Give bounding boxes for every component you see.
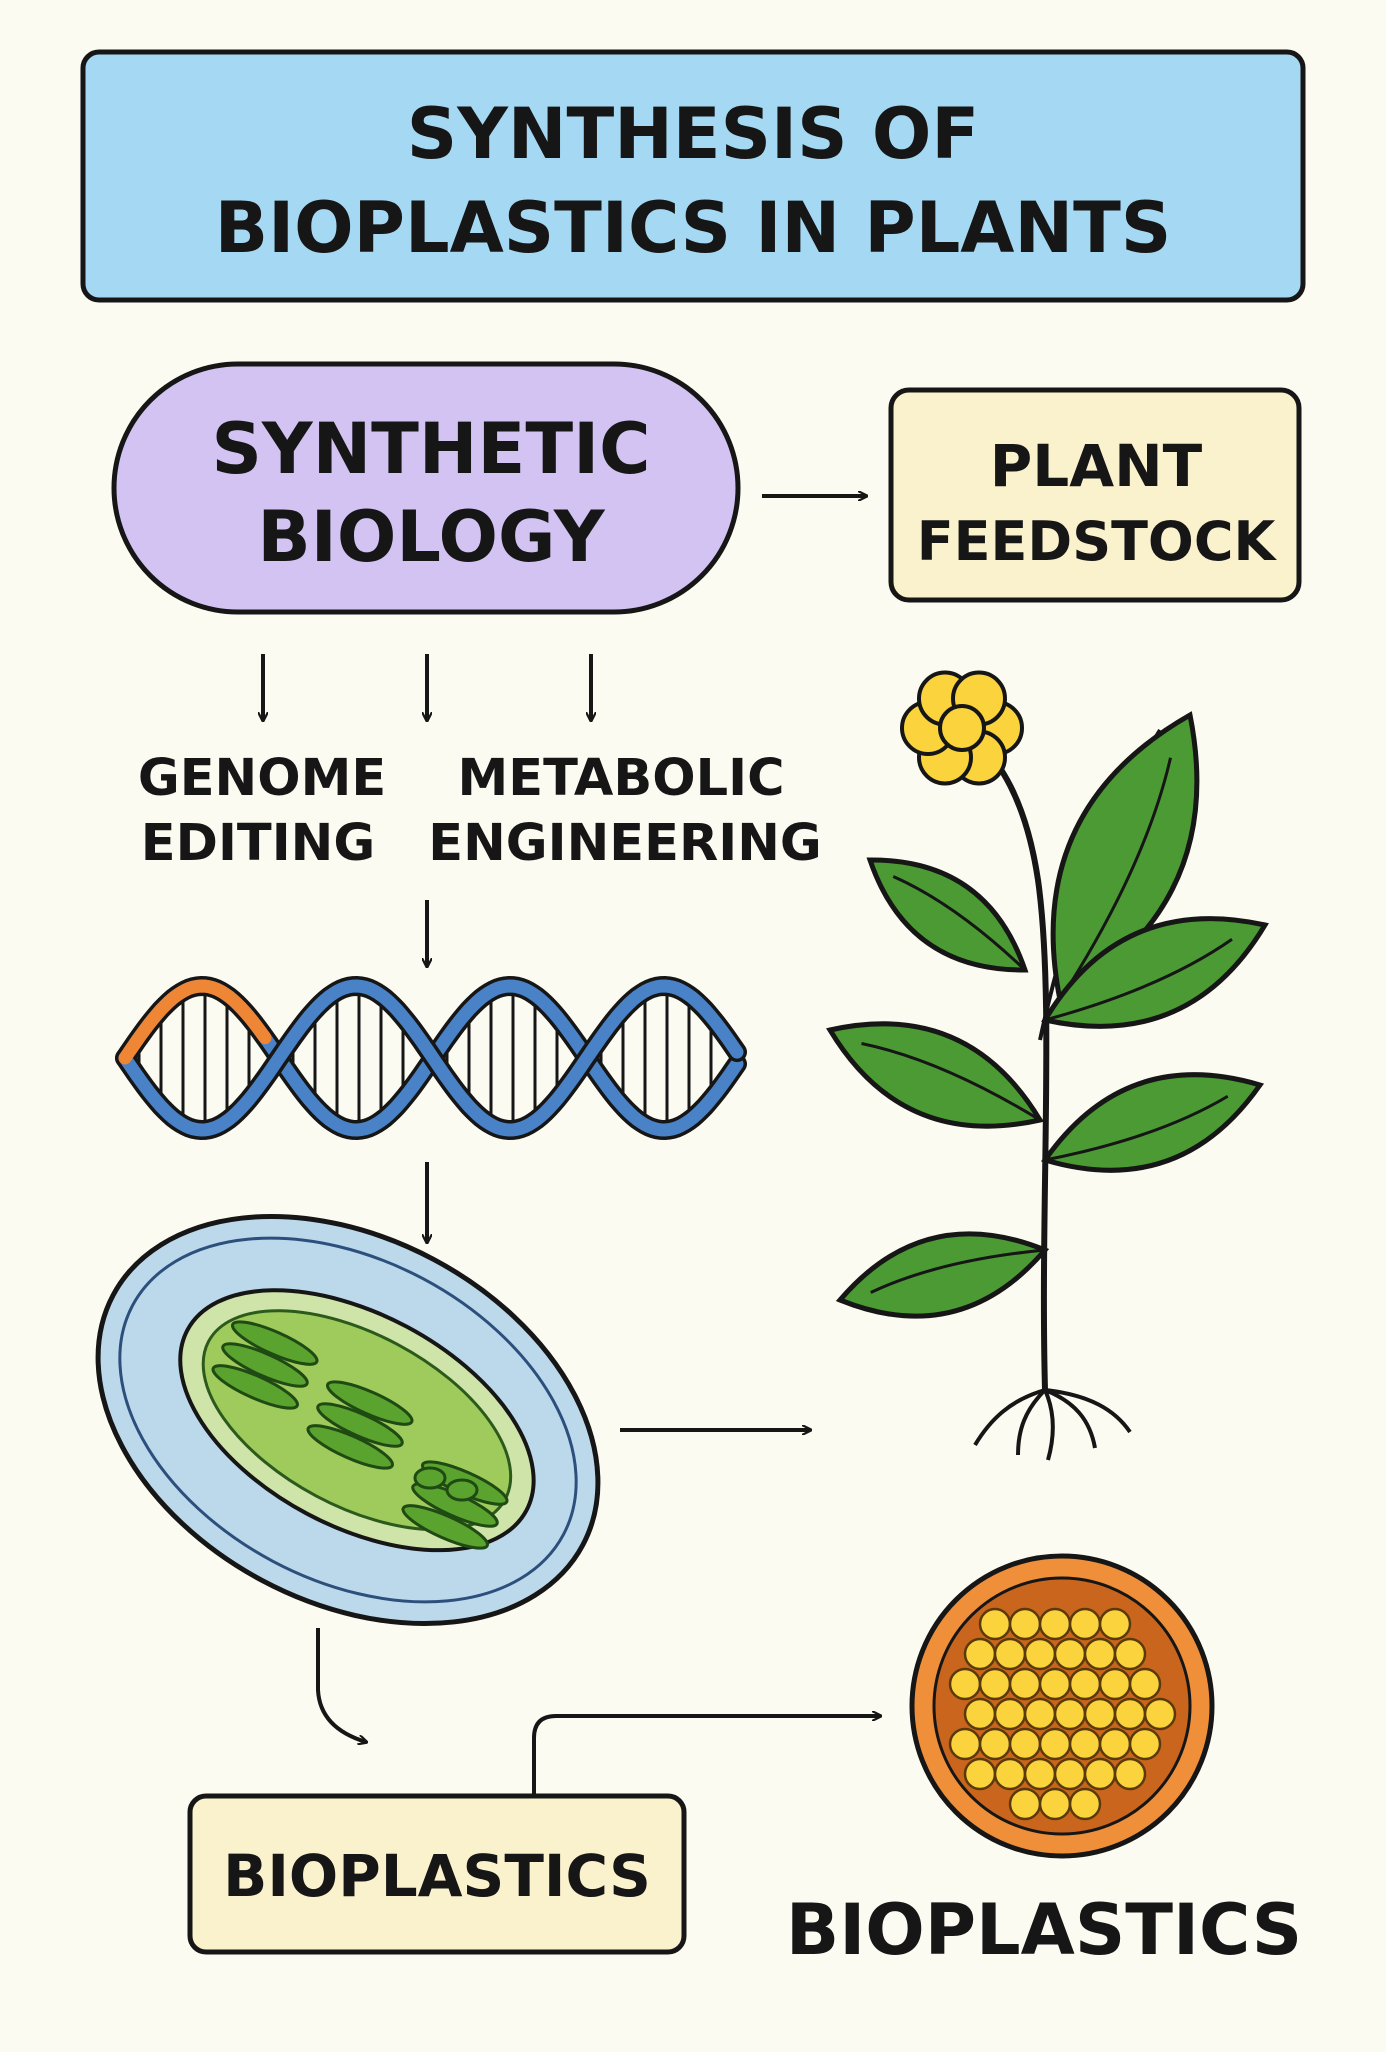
metabolic-engineering-line-1: METABOLIC <box>457 749 784 808</box>
granule <box>1128 1667 1162 1701</box>
title-line-1: SYNTHESIS OF <box>407 93 979 175</box>
granule <box>993 1637 1027 1671</box>
leaf <box>835 1231 1050 1319</box>
chloroplast-cell-icon <box>95 1213 601 1627</box>
plant-feedstock-node: PLANT FEEDSTOCK <box>888 387 1302 603</box>
leaf <box>866 857 1029 973</box>
flower <box>900 670 1024 786</box>
granule <box>1143 1697 1177 1731</box>
granule <box>1113 1637 1147 1671</box>
leaf <box>1040 1072 1265 1173</box>
granule <box>978 1727 1012 1761</box>
granule <box>1128 1727 1162 1761</box>
granule <box>1008 1607 1042 1641</box>
granule <box>948 1667 982 1701</box>
dna-helix-icon <box>115 975 747 1141</box>
plant-feedstock-line-1: PLANT <box>990 432 1203 500</box>
granule <box>1068 1667 1102 1701</box>
granule <box>993 1697 1027 1731</box>
synthetic-biology-line-2: BIOLOGY <box>257 496 605 578</box>
flower-center <box>938 704 986 752</box>
leaf <box>1041 916 1269 1029</box>
thylakoid-stacks <box>211 1320 509 1550</box>
title-banner: SYNTHESIS OF BIOPLASTICS IN PLANTS <box>80 49 1306 303</box>
granule <box>1038 1667 1072 1701</box>
synthetic-biology-node: SYNTHETIC BIOLOGY <box>111 361 741 615</box>
granule <box>1068 1787 1102 1821</box>
granule <box>948 1727 982 1761</box>
genome-editing-line-1: GENOME <box>138 749 386 808</box>
granule <box>1008 1667 1042 1701</box>
metabolic-engineering-line-2: ENGINEERING <box>428 814 822 873</box>
plant-feedstock-line-2: FEEDSTOCK <box>917 510 1278 573</box>
granule <box>1068 1727 1102 1761</box>
bioplastics-box-label: BIOPLASTICS <box>223 1842 651 1910</box>
granule <box>1053 1757 1087 1791</box>
granule <box>1098 1727 1132 1761</box>
granule <box>978 1667 1012 1701</box>
granule <box>963 1637 997 1671</box>
flowering-plant-icon <box>826 670 1269 1461</box>
granule <box>1038 1727 1072 1761</box>
plant-roots <box>973 1388 1132 1461</box>
granule <box>963 1757 997 1791</box>
genome-editing-line-2: EDITING <box>141 814 375 873</box>
title-line-2: BIOPLASTICS IN PLANTS <box>215 187 1171 269</box>
granule <box>1083 1757 1117 1791</box>
granule <box>993 1757 1027 1791</box>
synthetic-biology-line-1: SYNTHETIC <box>211 408 650 490</box>
granule <box>1038 1787 1072 1821</box>
granule <box>1113 1697 1147 1731</box>
granule <box>1113 1757 1147 1791</box>
granule <box>1008 1727 1042 1761</box>
dna-strand <box>118 979 744 1137</box>
granule <box>1083 1697 1117 1731</box>
plant-leaves <box>826 711 1269 1319</box>
granule <box>1023 1697 1057 1731</box>
granule <box>1053 1637 1087 1671</box>
leaf <box>826 1021 1044 1129</box>
bioplastics-caption: BIOPLASTICS <box>786 1889 1302 1971</box>
granule <box>1008 1787 1042 1821</box>
bioplastics-box-node: BIOPLASTICS <box>187 1793 687 1955</box>
bioplastic-granule-icon <box>909 1553 1215 1859</box>
granule <box>963 1697 997 1731</box>
granule <box>1098 1667 1132 1701</box>
granule <box>1023 1757 1057 1791</box>
arrow-to-granule <box>532 1716 880 1796</box>
granule <box>1068 1607 1102 1641</box>
granule <box>1083 1637 1117 1671</box>
granule <box>1053 1697 1087 1731</box>
dna-strand-highlight <box>118 979 272 1065</box>
granule <box>1023 1637 1057 1671</box>
granule <box>978 1607 1012 1641</box>
granule <box>1098 1607 1132 1641</box>
granule <box>1038 1607 1072 1641</box>
arrow-to-bioplastics-box <box>316 1628 366 1742</box>
